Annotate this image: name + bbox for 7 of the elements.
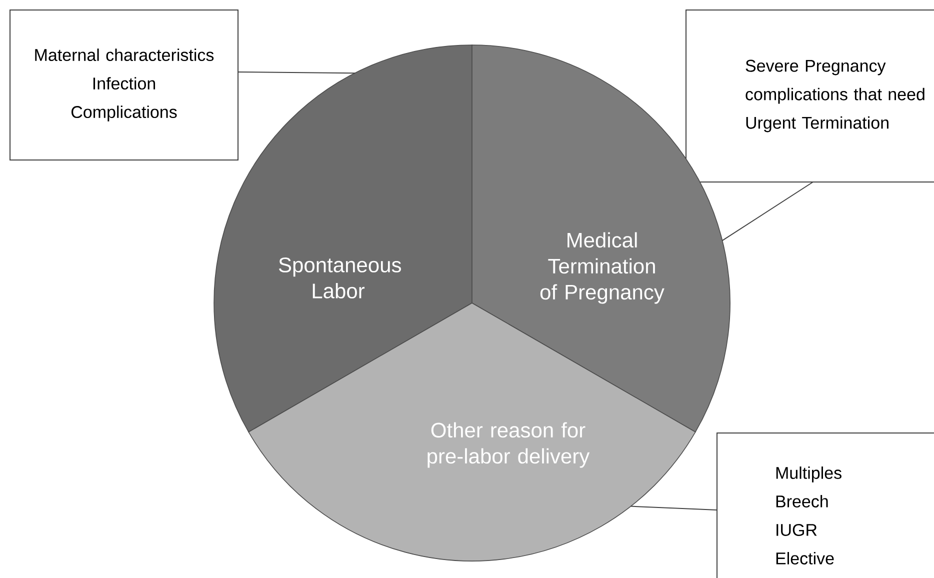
pie-slice: Other reason for pre-labor delivery	[248, 302, 696, 562]
leader-line	[630, 506, 718, 510]
callout-box: Severe Pregnancy complications that need Urgent Termination	[686, 10, 934, 182]
leader-line	[238, 72, 356, 74]
callout-box: Maternal characteristics Infection Complications	[10, 10, 238, 160]
leader-line	[722, 182, 814, 242]
callout-box: Multiples Breech IUGR Elective	[716, 432, 934, 578]
